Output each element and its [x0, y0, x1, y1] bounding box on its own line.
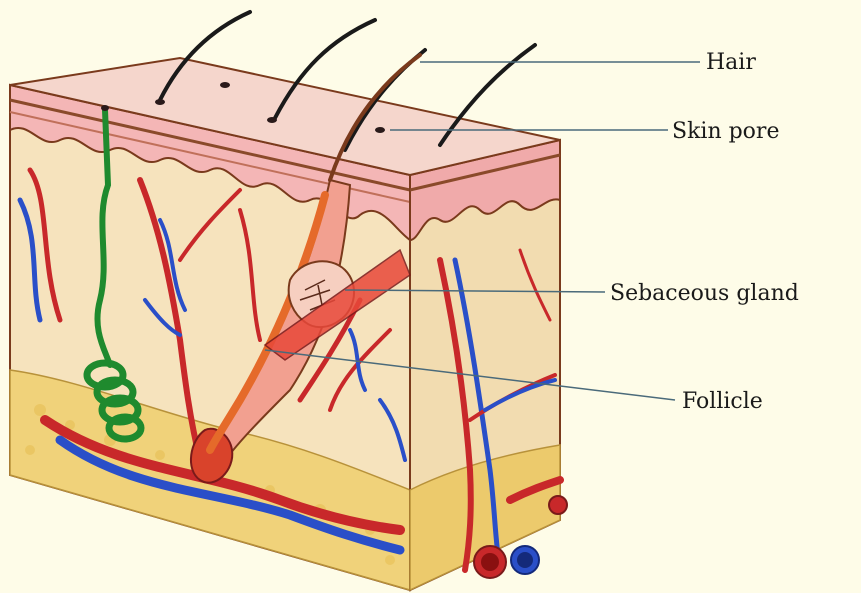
artery-cut-end-inner — [481, 553, 499, 571]
label-sebaceous-gland: Sebaceous gland — [610, 281, 799, 306]
label-hair: Hair — [706, 50, 756, 75]
label-skin-pore: Skin pore — [672, 119, 779, 144]
vein-cut-end-inner — [517, 552, 533, 568]
small-artery-cut-end — [549, 496, 567, 514]
label-follicle: Follicle — [682, 389, 763, 414]
